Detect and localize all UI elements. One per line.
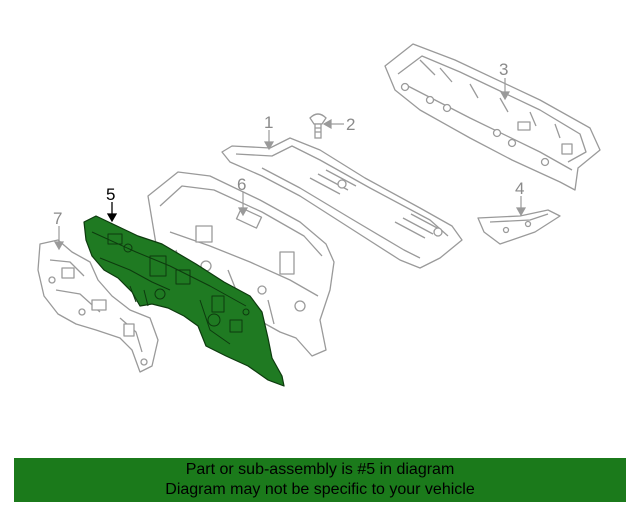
arrow-2 <box>322 118 332 130</box>
arrow-5 <box>106 213 118 223</box>
callout-6[interactable]: 6 <box>237 175 246 194</box>
banner-line-disclaimer: Diagram may not be specific to your vehi… <box>165 481 475 498</box>
part-7-insulator[interactable] <box>37 239 159 373</box>
part-1-cowl-louver[interactable] <box>221 137 463 269</box>
part-6-outer-dash-panel[interactable] <box>147 171 335 357</box>
leader-5 <box>106 202 118 223</box>
callout-1[interactable]: 1 <box>264 113 273 132</box>
banner-line-part-number: Part or sub-assembly is #5 in diagram <box>185 461 455 478</box>
callout-4[interactable]: 4 <box>515 179 524 198</box>
callout-2[interactable]: 2 <box>346 115 355 134</box>
part-5-dash-panel-highlighted[interactable] <box>83 215 285 387</box>
arrow-6 <box>237 207 249 217</box>
callout-7[interactable]: 7 <box>53 209 62 228</box>
callout-5[interactable]: 5 <box>106 185 115 204</box>
part-5-body <box>83 215 285 387</box>
arrow-4 <box>515 207 527 217</box>
part-info-banner: Part or sub-assembly is #5 in diagram Di… <box>14 458 626 502</box>
parts-diagram: 1 2 3 4 5 6 7 <box>37 43 601 387</box>
arrow-7 <box>53 241 65 251</box>
arrow-3 <box>499 91 511 101</box>
part-2-clip[interactable] <box>309 113 327 139</box>
leader-lines <box>53 78 527 251</box>
part-3-cowl-top-panel[interactable] <box>384 43 601 191</box>
part-4-bracket[interactable] <box>477 209 561 245</box>
arrow-1 <box>263 141 275 151</box>
callout-3[interactable]: 3 <box>499 60 508 79</box>
